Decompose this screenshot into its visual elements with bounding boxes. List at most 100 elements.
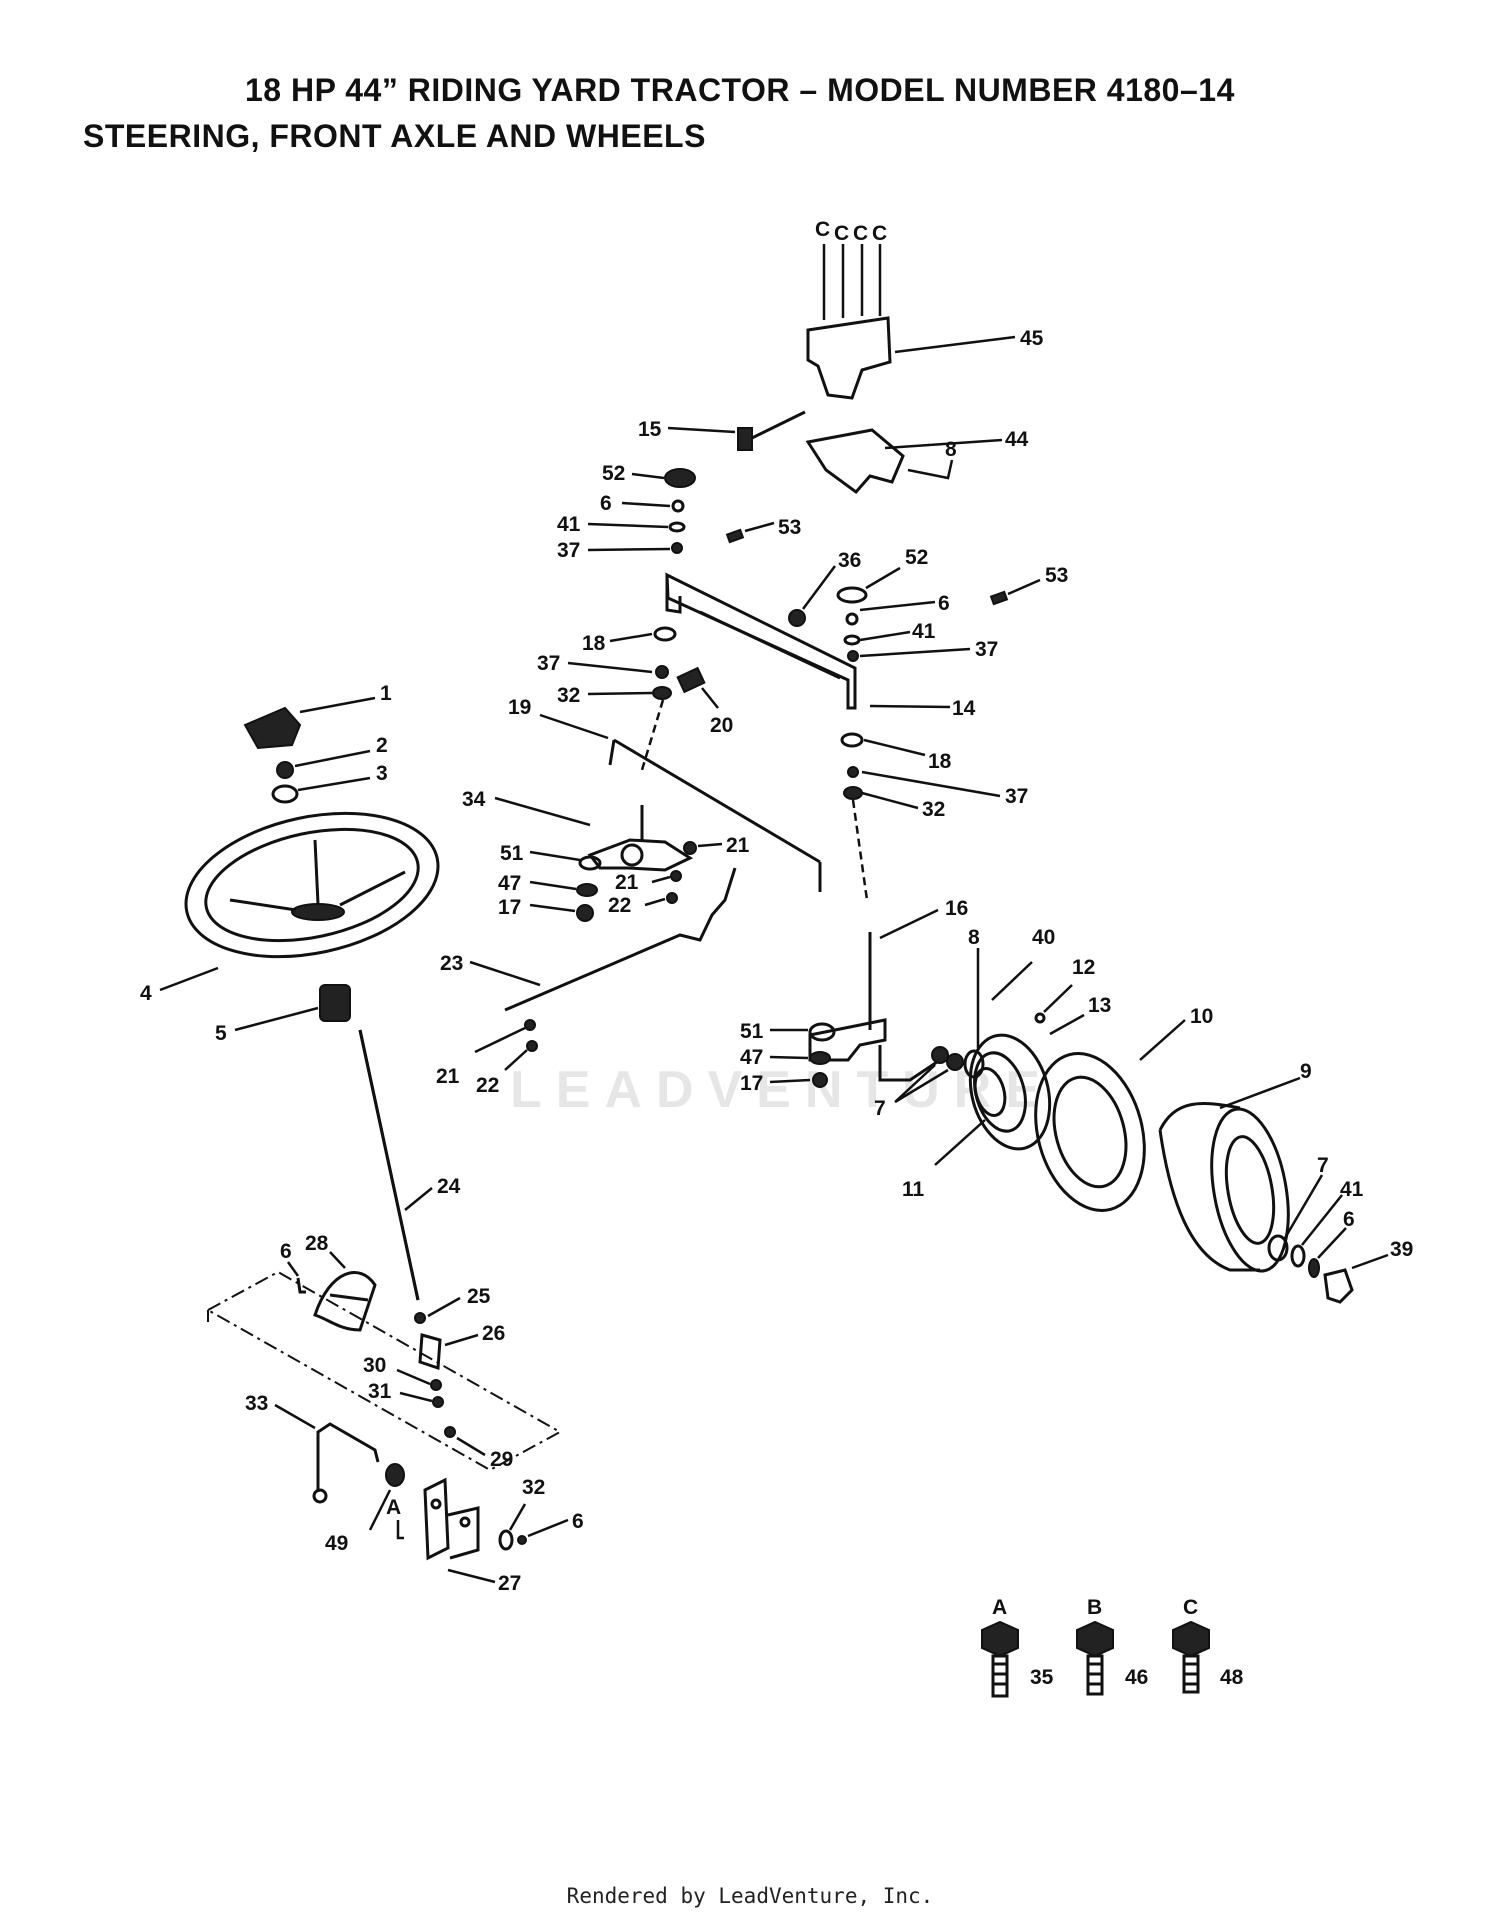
callout-24: 24 — [437, 1175, 461, 1198]
callout-20: 20 — [710, 714, 733, 737]
callout-44: 44 — [1005, 428, 1029, 451]
diagram-subtitle: STEERING, FRONT AXLE AND WHEELS — [83, 118, 706, 154]
callout-13: 13 — [1088, 994, 1111, 1017]
callout-25: 25 — [467, 1285, 491, 1308]
spacer-20 — [676, 666, 706, 694]
callout-28: 28 — [305, 1232, 329, 1255]
callout-6-right: 6 — [938, 592, 950, 615]
cap-1 — [243, 706, 302, 750]
steering-arm-33 — [312, 1422, 380, 1504]
tire-9 — [1158, 1102, 1290, 1273]
legend-46: 46 — [1125, 1666, 1148, 1689]
callout-32-left: 32 — [557, 684, 580, 707]
plate-44 — [805, 428, 905, 495]
legend-b: B — [1087, 1596, 1102, 1619]
plate-27 — [423, 1477, 480, 1561]
wheel-hub-11 — [968, 1033, 1052, 1151]
callout-22-mid: 22 — [608, 894, 631, 917]
steering-box-outline — [205, 1270, 563, 1472]
callout-16: 16 — [945, 897, 968, 920]
callout-17-left: 17 — [498, 896, 521, 919]
callout-40: 40 — [1032, 926, 1055, 949]
wheel-rim-10 — [1034, 1052, 1146, 1212]
callout-53-left: 53 — [778, 516, 801, 539]
callout-7-left: 7 — [874, 1097, 886, 1120]
callout-21-bottom: 21 — [436, 1065, 460, 1088]
callout-3: 3 — [376, 762, 388, 785]
callout-36: 36 — [838, 549, 861, 572]
sector-gear-28 — [313, 1271, 377, 1332]
callout-27: 27 — [498, 1572, 521, 1595]
adapter-5 — [319, 984, 351, 1022]
callout-c3: C — [853, 222, 868, 245]
diagram-title: 18 HP 44” RIDING YARD TRACTOR – MODEL NU… — [245, 72, 1235, 108]
bolt-legend — [981, 1620, 1210, 1698]
callout-31: 31 — [368, 1380, 392, 1403]
callout-41-left: 41 — [557, 513, 581, 536]
watermark: LEADVENTURE — [510, 1061, 1055, 1119]
callout-a-plate: A — [386, 1496, 401, 1519]
callout-7-right: 7 — [1317, 1154, 1329, 1177]
callout-6-left: 6 — [600, 492, 612, 515]
steering-wheel-4 — [184, 811, 440, 959]
callout-19: 19 — [508, 696, 531, 719]
callout-47-right: 47 — [740, 1046, 763, 1069]
callout-45: 45 — [1020, 327, 1044, 350]
bolt-46 — [1076, 1620, 1114, 1696]
callout-49: 49 — [325, 1532, 348, 1555]
callout-23: 23 — [440, 952, 463, 975]
callout-53-right: 53 — [1045, 564, 1068, 587]
callout-4: 4 — [140, 982, 152, 1005]
bolt-35 — [981, 1620, 1019, 1698]
callout-14: 14 — [952, 697, 976, 720]
legend-48: 48 — [1220, 1666, 1244, 1689]
legend-c: C — [1183, 1596, 1198, 1619]
bracket-45 — [806, 244, 892, 400]
cap-52 — [664, 468, 696, 488]
callout-34: 34 — [462, 788, 486, 811]
callout-32-right: 32 — [922, 798, 945, 821]
legend-35: 35 — [1030, 1666, 1054, 1689]
callout-11: 11 — [902, 1178, 925, 1201]
pivot-bracket-34 — [587, 805, 694, 872]
callout-30: 30 — [363, 1354, 386, 1377]
callout-18-left: 18 — [582, 632, 606, 655]
callout-37-right-lower: 37 — [1005, 785, 1028, 808]
callout-15: 15 — [638, 418, 662, 441]
legend-a: A — [992, 1596, 1007, 1619]
callout-9: 9 — [1300, 1060, 1312, 1083]
callout-5: 5 — [215, 1022, 227, 1045]
callout-6-sector: 6 — [280, 1240, 292, 1263]
callout-37-left: 37 — [557, 539, 580, 562]
callout-51-left: 51 — [500, 842, 524, 865]
callout-32-plate: 32 — [522, 1476, 545, 1499]
hub-cap-39 — [1323, 1268, 1354, 1304]
callout-52-left: 52 — [602, 462, 625, 485]
callout-c4: C — [872, 222, 887, 245]
footer-credit: Rendered by LeadVenture, Inc. — [566, 1884, 934, 1908]
callout-6-plate: 6 — [572, 1510, 584, 1533]
callout-39: 39 — [1390, 1238, 1413, 1261]
callout-8-top: 8 — [945, 438, 957, 461]
callout-8-right: 8 — [968, 926, 980, 949]
callout-17-right: 17 — [740, 1072, 763, 1095]
callout-51-right: 51 — [740, 1020, 764, 1043]
tie-rod-23 — [504, 867, 737, 1012]
callout-12: 12 — [1072, 956, 1095, 979]
callout-21-mid: 21 — [615, 871, 639, 894]
callout-22-bottom: 22 — [476, 1074, 499, 1097]
bolt-15 — [737, 410, 806, 451]
callout-41-right: 41 — [912, 620, 936, 643]
callout-26: 26 — [482, 1322, 505, 1345]
steering-shaft-24 — [358, 1029, 420, 1301]
callout-47-left: 47 — [498, 872, 521, 895]
bolt-48 — [1172, 1620, 1210, 1694]
callout-1: 1 — [380, 682, 392, 705]
callout-29: 29 — [490, 1448, 513, 1471]
callout-33: 33 — [245, 1392, 268, 1415]
nut-36 — [788, 609, 806, 627]
front-axle-14 — [665, 572, 857, 710]
callout-21-top: 21 — [726, 834, 750, 857]
drag-link-19 — [608, 738, 822, 892]
